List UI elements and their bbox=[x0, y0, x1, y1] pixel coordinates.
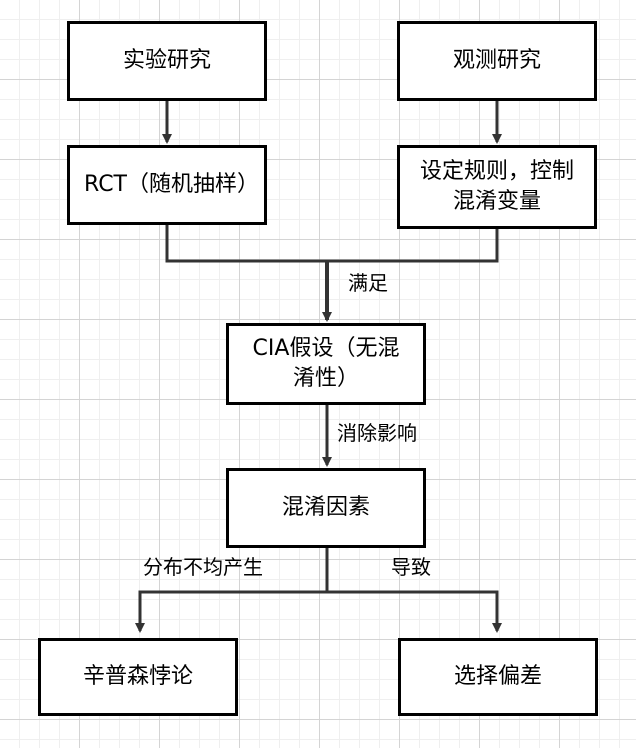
node-rct: RCT（随机抽样） bbox=[67, 145, 267, 225]
node-selection-bias-label: 选择偏差 bbox=[453, 664, 542, 689]
node-rules-label: 设定规则，控制混淆变量 bbox=[419, 159, 574, 214]
node-rules: 设定规则，控制混淆变量 bbox=[397, 145, 597, 229]
edge-label-cause: 导致 bbox=[391, 555, 431, 579]
node-cia-label: CIA假设（无混淆性） bbox=[252, 336, 400, 391]
node-observation-label: 观测研究 bbox=[452, 48, 541, 73]
node-simpson: 辛普森悖论 bbox=[38, 638, 238, 716]
node-confounder-label: 混淆因素 bbox=[281, 495, 370, 520]
node-selection-bias: 选择偏差 bbox=[398, 638, 598, 716]
node-rct-label: RCT（随机抽样） bbox=[84, 172, 259, 197]
edge-to-selection-bias bbox=[327, 590, 502, 633]
node-confounder: 混淆因素 bbox=[226, 468, 426, 548]
edge-to-simpson bbox=[135, 590, 327, 633]
node-experiment: 实验研究 bbox=[67, 21, 267, 101]
edge-rules-to-merge bbox=[327, 227, 499, 263]
node-simpson-label: 辛普森悖论 bbox=[82, 664, 193, 689]
edge-label-satisfy: 满足 bbox=[348, 271, 388, 295]
node-cia: CIA假设（无混淆性） bbox=[226, 323, 426, 405]
edge-label-eliminate: 消除影响 bbox=[337, 421, 417, 445]
edge-rct-to-merge bbox=[165, 223, 327, 263]
node-experiment-label: 实验研究 bbox=[122, 48, 211, 73]
node-observation: 观测研究 bbox=[397, 21, 597, 101]
edge-label-uneven: 分布不均产生 bbox=[143, 555, 263, 579]
